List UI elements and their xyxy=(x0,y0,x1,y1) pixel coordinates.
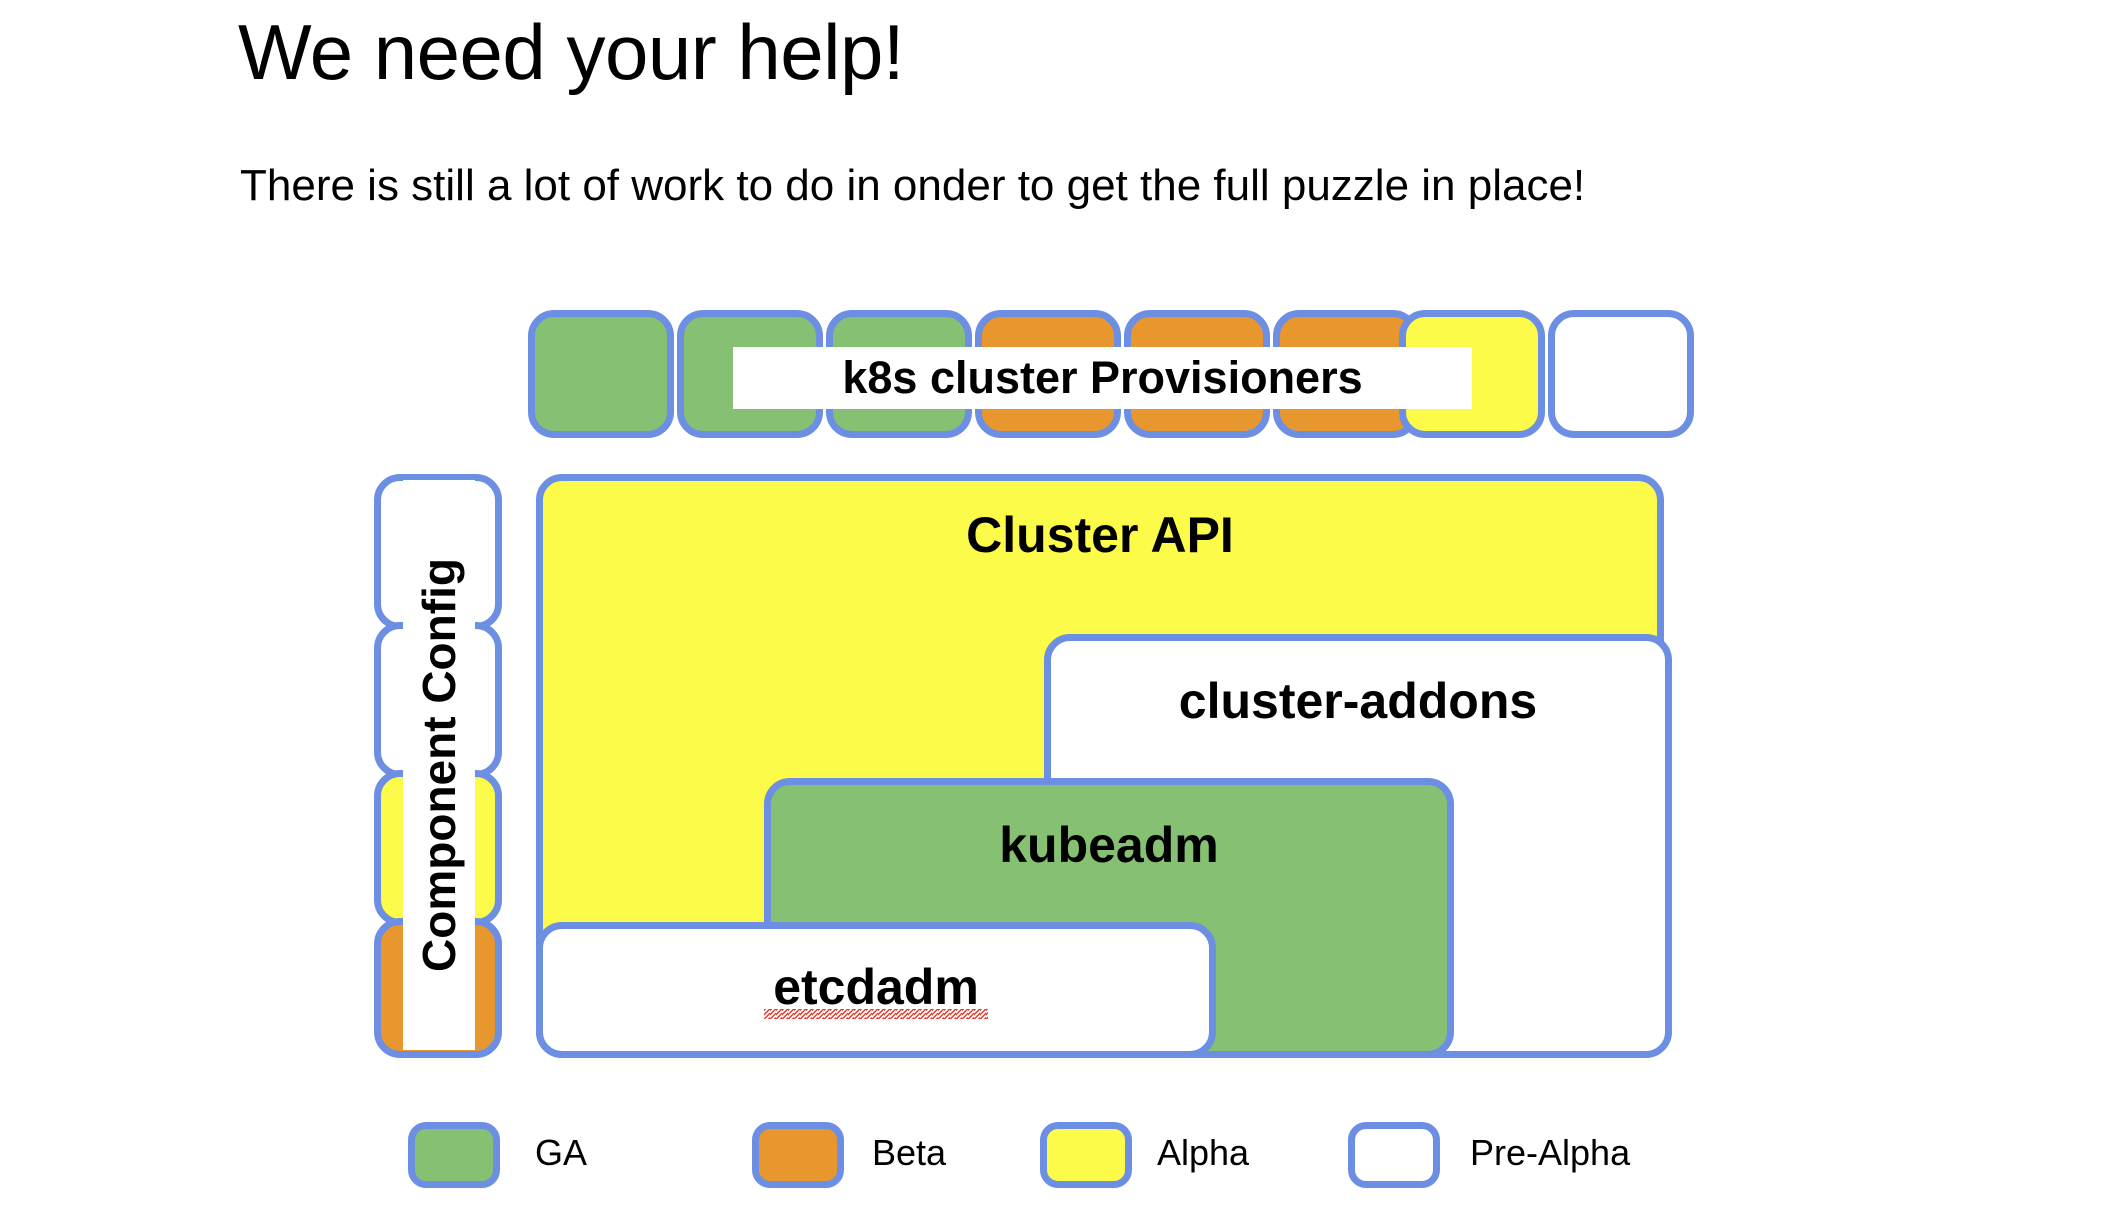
component-config-label-text: Component Config xyxy=(413,558,466,972)
legend-swatch-ga xyxy=(408,1122,500,1188)
provisioner-box-1[interactable] xyxy=(528,310,674,438)
component-config-label: Component Config xyxy=(403,480,475,1050)
legend-swatch-prealpha xyxy=(1348,1122,1440,1188)
legend-label-prealpha: Pre-Alpha xyxy=(1470,1132,1631,1173)
cluster-addons-label: cluster-addons xyxy=(1178,673,1538,729)
legend-label-ga: GA xyxy=(535,1132,588,1173)
provisioner-box-8[interactable] xyxy=(1548,310,1694,438)
etcdadm-label: etcdadm xyxy=(773,959,979,1015)
etcdadm-spellcheck-underline xyxy=(764,1009,988,1019)
etcdadm-box[interactable] xyxy=(536,922,1216,1058)
legend-label-beta: Beta xyxy=(872,1132,947,1173)
page-subtitle: There is still a lot of work to do in on… xyxy=(240,161,1586,210)
page-title: We need your help! xyxy=(238,8,905,96)
provisioner-row-label: k8s cluster Provisioners xyxy=(733,347,1472,409)
kubeadm-label: kubeadm xyxy=(999,817,1219,873)
legend-swatch-beta xyxy=(752,1122,844,1188)
cluster-api-label: Cluster API xyxy=(966,507,1234,563)
legend-swatch-alpha xyxy=(1040,1122,1132,1188)
legend-label-alpha: Alpha xyxy=(1157,1132,1250,1173)
